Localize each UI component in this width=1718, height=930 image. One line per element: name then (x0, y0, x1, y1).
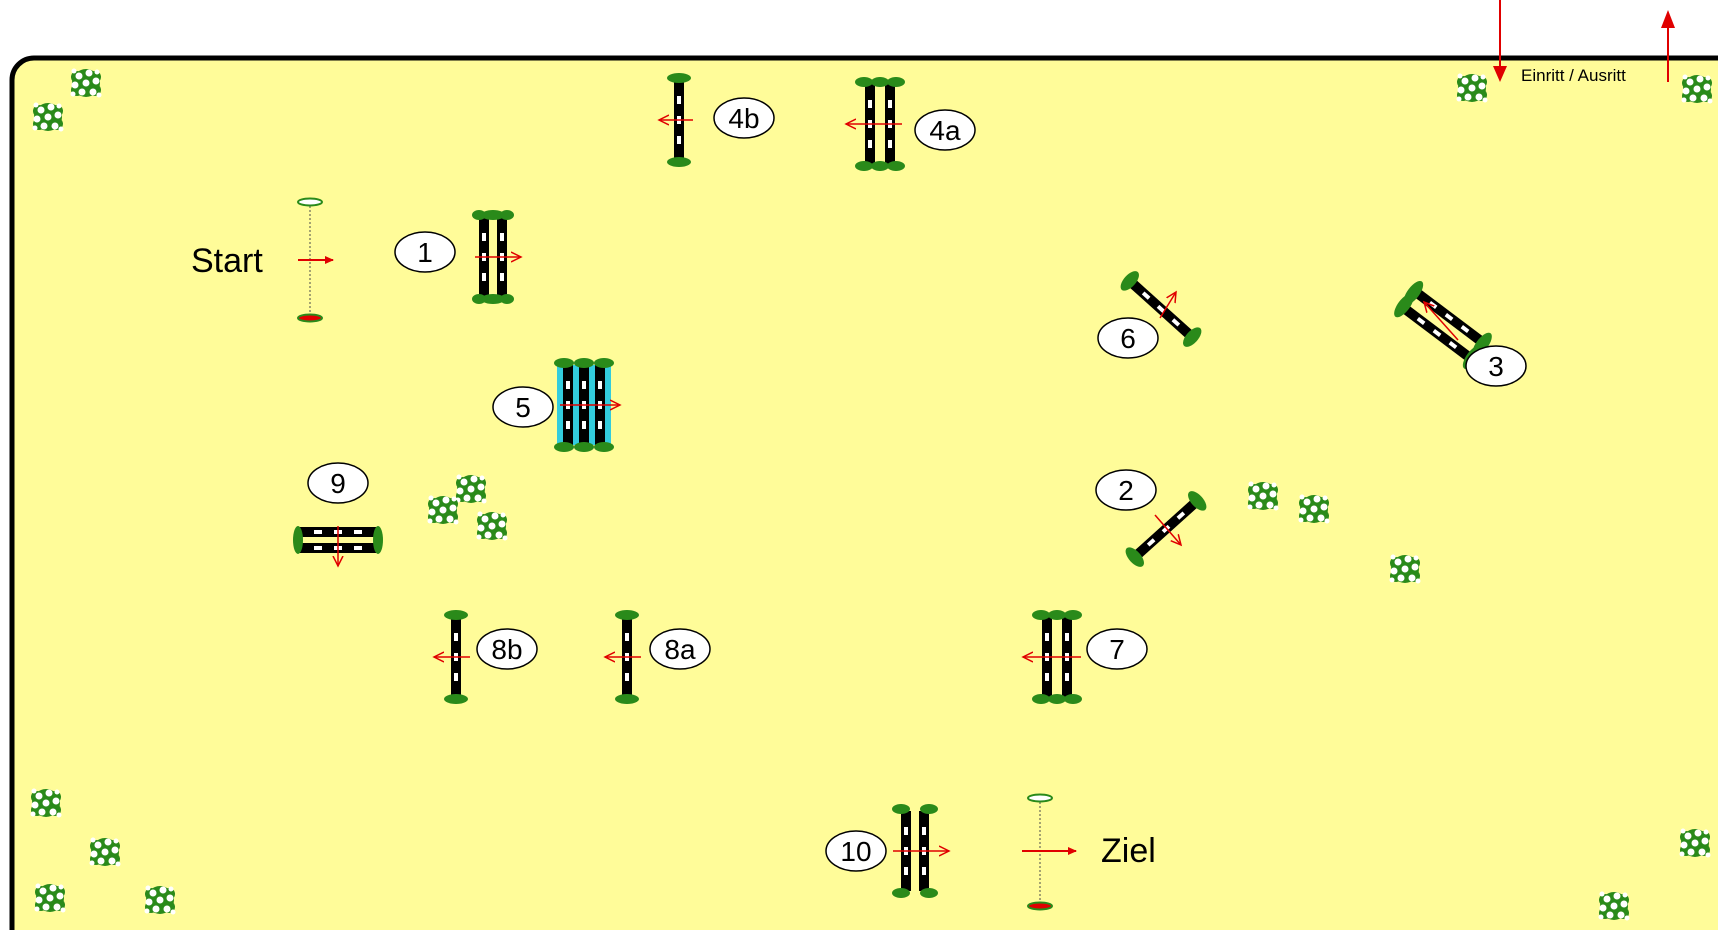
obstacle-label-8b: 8b (476, 628, 538, 670)
obstacle-label-5: 5 (492, 386, 554, 428)
obstacle-8b (434, 610, 470, 704)
svg-text:3: 3 (1488, 351, 1504, 382)
obstacle-8a (605, 610, 641, 704)
svg-text:4b: 4b (728, 103, 759, 134)
svg-text:4a: 4a (929, 115, 961, 146)
svg-text:5: 5 (515, 392, 531, 423)
obstacle-10 (892, 804, 949, 898)
obstacle-label-6: 6 (1097, 317, 1159, 359)
svg-text:10: 10 (840, 836, 871, 867)
finish-line (1022, 793, 1077, 911)
obstacle-9 (293, 526, 383, 566)
svg-text:7: 7 (1109, 634, 1125, 665)
obstacle-label-9: 9 (307, 462, 369, 504)
obstacle-label-3: 3 (1465, 345, 1527, 387)
svg-text:1: 1 (417, 237, 433, 268)
arena-ground (9, 55, 1718, 930)
svg-text:6: 6 (1120, 323, 1136, 354)
obstacle-4a (846, 77, 905, 171)
obstacle-5 (554, 358, 620, 452)
svg-text:9: 9 (330, 468, 346, 499)
svg-text:2: 2 (1118, 475, 1134, 506)
finish-label: Ziel (1101, 832, 1156, 870)
obstacle-7 (1023, 610, 1082, 704)
svg-text:8b: 8b (491, 634, 522, 665)
obstacle-label-8a: 8a (649, 628, 711, 670)
obstacle-label-4b: 4b (713, 97, 775, 139)
obstacle-4b (659, 73, 693, 167)
start-label: Start (191, 242, 263, 280)
obstacle-2-arrow (1154, 514, 1181, 545)
svg-text:8a: 8a (664, 634, 696, 665)
start-line (297, 197, 334, 323)
entry-exit-label: Einritt / Ausritt (1521, 66, 1626, 85)
entry-exit-arrows (1493, 0, 1675, 82)
obstacle-label-10: 10 (825, 830, 887, 872)
obstacle-label-1: 1 (394, 231, 456, 273)
obstacle-6-arrow (1159, 292, 1176, 319)
obstacle-2 (1125, 491, 1207, 567)
obstacle-label-4a: 4a (914, 109, 976, 151)
obstacle-1 (472, 210, 521, 304)
obstacle-label-2: 2 (1095, 469, 1157, 511)
obstacle-label-7: 7 (1086, 628, 1148, 670)
obstacle-3-arrow (1424, 302, 1459, 341)
obstacle-6 (1120, 271, 1202, 347)
